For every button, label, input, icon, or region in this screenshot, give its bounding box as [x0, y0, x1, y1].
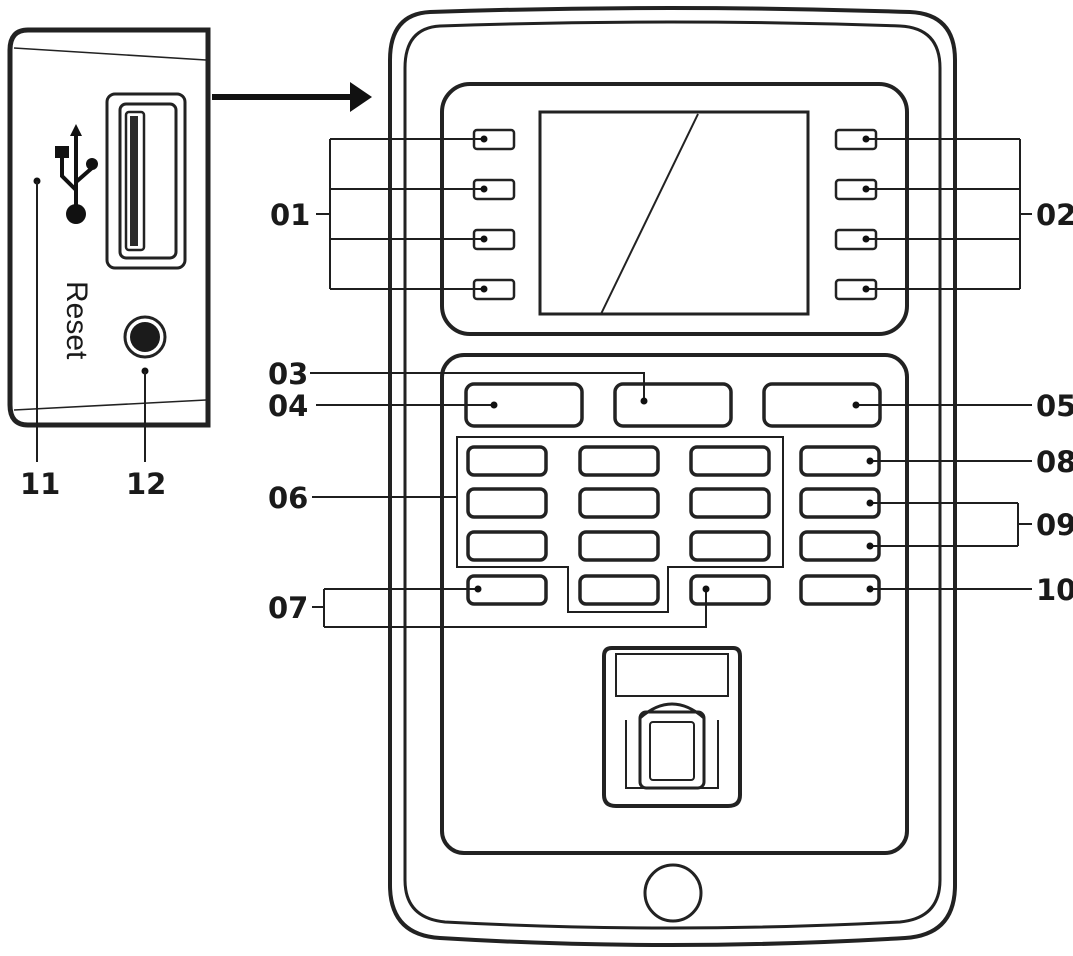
callout-labels: 01 02 03 04 05 06 07 08 09 10 11 12 — [20, 198, 1073, 625]
arrow-right-icon — [212, 82, 372, 112]
left-screen-buttons — [472, 128, 516, 301]
label-07: 07 — [268, 591, 308, 625]
label-11: 11 — [20, 467, 60, 501]
label-02: 02 — [1036, 198, 1073, 232]
label-08: 08 — [1036, 445, 1073, 479]
fingerprint-sensor — [602, 646, 742, 808]
reset-label: Reset — [60, 281, 93, 360]
bottom-round-button — [643, 863, 703, 923]
label-01: 01 — [270, 198, 310, 232]
reset-button — [123, 315, 167, 359]
side-panel: Reset — [7, 27, 211, 428]
pointer-dots — [474, 135, 874, 593]
numeric-keys-bracket — [456, 436, 784, 613]
device-body — [388, 6, 957, 947]
function-keys — [464, 382, 882, 428]
label-03: 03 — [268, 357, 308, 391]
label-10: 10 — [1036, 573, 1073, 607]
number-keys — [466, 445, 881, 606]
keypad-panel — [440, 353, 909, 855]
label-06: 06 — [268, 481, 308, 515]
right-screen-buttons — [834, 128, 878, 301]
usb-icon — [55, 124, 98, 224]
screen-panel — [440, 82, 909, 336]
callout-lines — [36, 138, 1032, 628]
label-12: 12 — [126, 467, 166, 501]
label-05: 05 — [1036, 389, 1073, 423]
label-04: 04 — [268, 389, 308, 423]
label-09: 09 — [1036, 508, 1073, 542]
usb-port — [105, 92, 187, 270]
